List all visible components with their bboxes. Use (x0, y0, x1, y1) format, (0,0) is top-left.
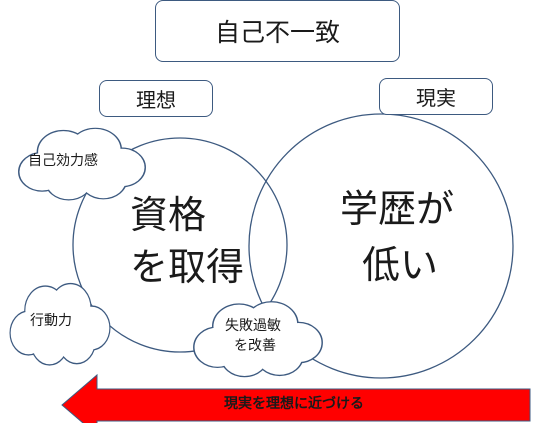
ideal-label: 理想 (136, 88, 176, 112)
arrow-shape (61, 373, 531, 423)
ideal-label-box: 理想 (99, 80, 213, 117)
cloud-action-text: 行動力 (30, 313, 72, 329)
cloud-oversensitivity-text2: を改善 (234, 338, 276, 354)
title-text: 自己不一致 (214, 18, 340, 47)
cloud-self-efficacy-text: 自己効力感 (28, 153, 98, 169)
cloud-oversensitivity-text1: 失敗過敏 (225, 318, 281, 334)
reality-label-box: 現実 (379, 78, 493, 115)
reality-content-line1: 学歴が (340, 187, 455, 231)
arrow-label: 現実を理想に近づける (224, 396, 364, 412)
title-box: 自己不一致 (155, 0, 400, 62)
reality-content-line2: 低い (362, 243, 439, 287)
reality-circle (248, 113, 514, 379)
ideal-content-line1: 資格 (130, 193, 207, 237)
reality-label: 現実 (416, 86, 456, 110)
ideal-content-line2: を取得 (130, 245, 245, 289)
ideal-circle (72, 137, 288, 353)
